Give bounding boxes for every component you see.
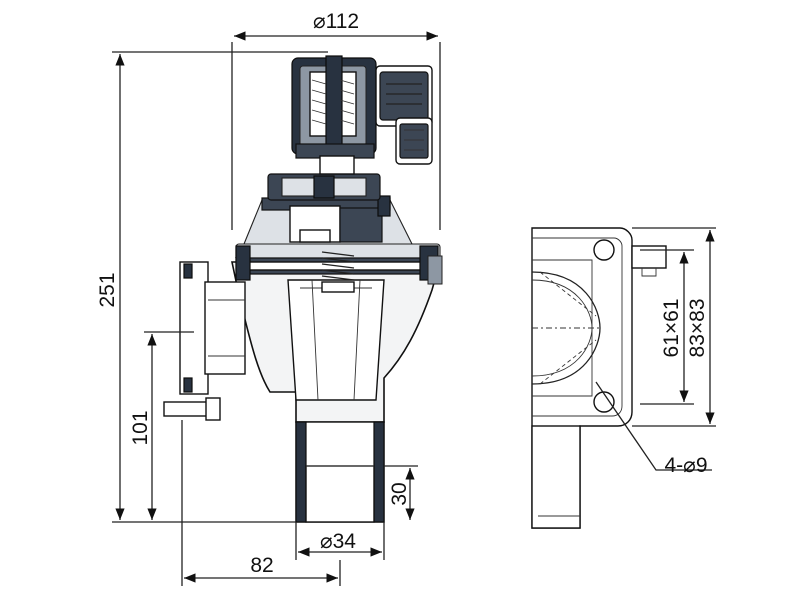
flange-view (531, 227, 667, 529)
inlet-pipe (204, 281, 246, 375)
dim-top-diameter: ⌀112 (313, 10, 359, 33)
electrical-connector (375, 65, 433, 165)
dim-outlet-depth: 30 (388, 482, 411, 505)
dim-bolt-holes: 4-⌀9 (665, 454, 708, 477)
inlet-flange (179, 261, 209, 395)
side-view (163, 55, 443, 523)
dim-flange-inner: 61×61 (660, 299, 683, 358)
dim-height-total: 251 (96, 272, 119, 307)
pilot-housing (243, 173, 413, 245)
dim-flange-outer: 83×83 (686, 299, 709, 358)
bolt-hole-bottom (593, 391, 615, 413)
spring-icon (321, 251, 355, 293)
solenoid-coil (291, 55, 377, 175)
dimension-lines (112, 31, 716, 586)
bolt-hole-top (593, 239, 615, 261)
dim-inlet-offset: 82 (250, 554, 273, 577)
dim-outlet-diameter: ⌀34 (320, 530, 356, 553)
internal-tube (287, 279, 385, 401)
valve-cover (235, 243, 443, 293)
valve-body (163, 261, 442, 523)
dimension-labels: ⌀112 251 101 30 ⌀34 82 61×61 83×83 4-⌀9 (96, 10, 709, 577)
cover-bolt-left (235, 245, 251, 281)
dim-height-inlet: 101 (129, 410, 152, 445)
inlet-bolt (163, 401, 211, 417)
